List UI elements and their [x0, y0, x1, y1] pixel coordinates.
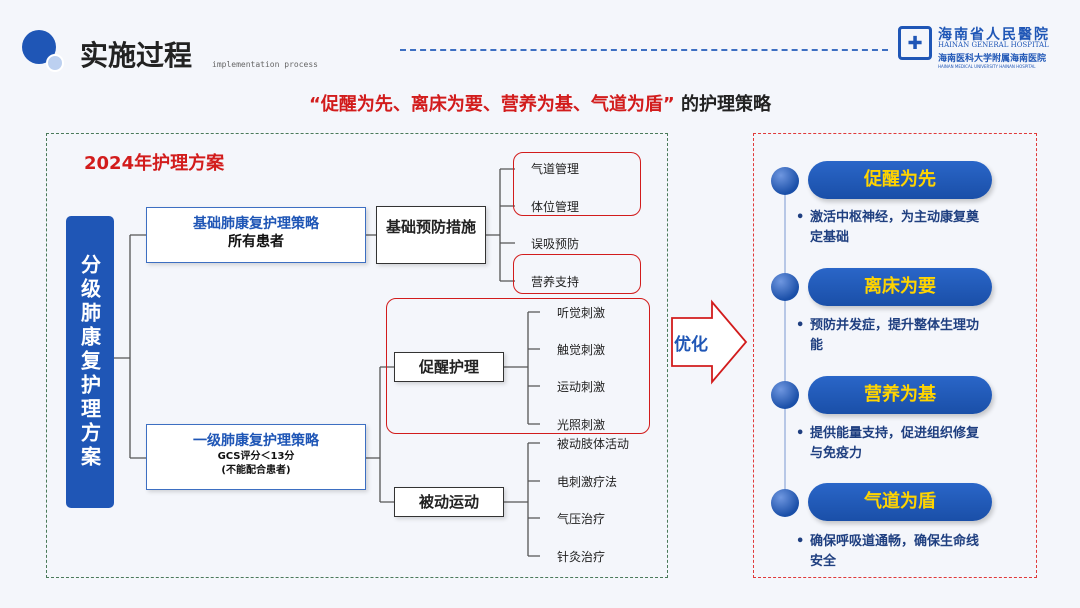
- strategy-desc-2: •预防并发症，提升整体生理功能: [796, 318, 980, 353]
- strategy-frame: [753, 133, 1037, 578]
- headline-quote: “促醒为先、离床为要、营养为基、气道为盾”: [309, 94, 675, 115]
- level1-strategy-title: 一级肺康复护理策略: [193, 433, 319, 449]
- leaf-electro: 电刺激疗法: [557, 475, 618, 489]
- page-title: 实施过程: [80, 39, 193, 72]
- hospital-name-en: HAINAN GENERAL HOSPITAL: [938, 41, 1049, 49]
- level1-gcs: GCS评分＜13分: [217, 451, 295, 462]
- leaf-motor: 运动刺激: [557, 380, 606, 394]
- strategy-pill-2: 离床为要: [808, 268, 992, 306]
- strategy-desc-1: •激活中枢神经，为主动康复奠定基础: [796, 210, 980, 245]
- highlight-box-wake: [386, 298, 650, 434]
- headline: “促醒为先、离床为要、营养为基、气道为盾” 的护理策略: [0, 90, 1080, 116]
- leaf-aspiration: 误吸预防: [531, 237, 580, 251]
- strategy-ball-3: [771, 381, 799, 409]
- strategy-pill-4: 气道为盾: [808, 483, 992, 521]
- level1-strategy-box: 一级肺康复护理策略 GCS评分＜13分 (不能配合患者): [146, 424, 366, 490]
- strategy-ball-1: [771, 167, 799, 195]
- plan-title: 2024年护理方案: [84, 153, 225, 174]
- leaf-passive-limb: 被动肢体活动: [557, 437, 630, 451]
- hospital-affiliation-en: HAINAN MEDICAL UNIVERSITY HAINAN HOSPITA…: [938, 64, 1036, 69]
- passive-motion-box: 被动运动: [394, 487, 504, 517]
- plan-vertical-label: 分级肺康复护理方案: [66, 216, 114, 508]
- strategy-desc-3: •提供能量支持，促进组织修复与免疫力: [796, 426, 980, 461]
- hospital-name-cn: 海南省人民醫院: [938, 27, 1050, 43]
- leaf-position: 体位管理: [531, 200, 580, 214]
- logo-dot: [46, 54, 64, 72]
- strategy-desc-4: •确保呼吸道通畅，确保生命线安全: [796, 534, 980, 569]
- basic-strategy-title: 基础肺康复护理策略: [193, 216, 319, 232]
- basic-strategy-box: 基础肺康复护理策略 所有患者: [146, 207, 366, 263]
- level1-note: (不能配合患者): [221, 465, 291, 476]
- hospital-affiliation-cn: 海南医科大学附属海南医院: [938, 54, 1047, 64]
- strategy-ball-2: [771, 273, 799, 301]
- highlight-box-nutrition: [513, 254, 641, 294]
- headline-suffix: 的护理策略: [680, 94, 771, 115]
- hospital-emblem-icon: ✚: [898, 26, 932, 60]
- basic-strategy-sub: 所有患者: [228, 234, 284, 250]
- leaf-pneumatic: 气压治疗: [557, 512, 606, 526]
- optimize-label: 优化: [674, 335, 708, 355]
- strategy-pill-3: 营养为基: [808, 376, 992, 414]
- wake-care-box: 促醒护理: [394, 352, 504, 382]
- page-subtitle: implementation process: [212, 60, 318, 69]
- leaf-tactile: 触觉刺激: [557, 343, 606, 357]
- header-divider: [400, 49, 888, 51]
- strategy-ball-4: [771, 489, 799, 517]
- highlight-box-airway: [513, 152, 641, 216]
- leaf-acupuncture: 针灸治疗: [557, 550, 606, 564]
- basic-measure-box: 基础预防措施: [376, 206, 486, 264]
- leaf-auditory: 听觉刺激: [557, 306, 606, 320]
- plan-frame: [46, 133, 668, 578]
- strategy-pill-1: 促醒为先: [808, 161, 992, 199]
- leaf-airway: 气道管理: [531, 162, 580, 176]
- leaf-nutrition: 营养支持: [531, 275, 580, 289]
- leaf-light: 光照刺激: [557, 418, 606, 432]
- optimize-arrow: [671, 299, 748, 385]
